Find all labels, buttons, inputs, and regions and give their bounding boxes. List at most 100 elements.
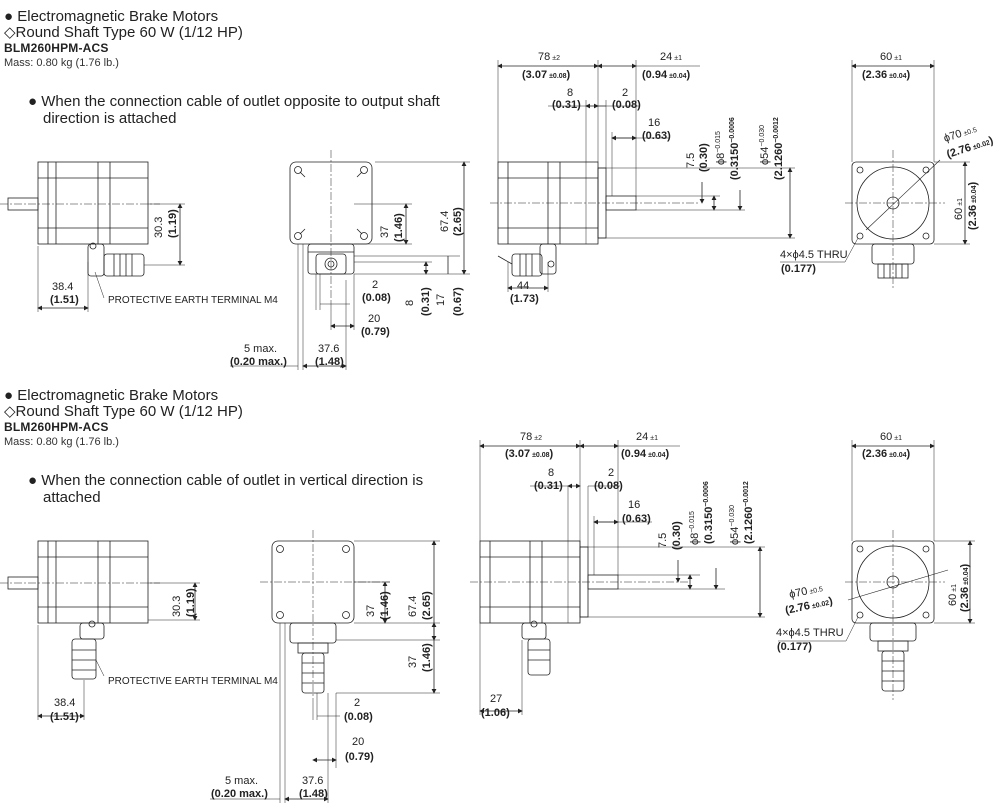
gear-side-view-2 <box>470 440 765 715</box>
dimension-labels: 30.3 (1.19) 38.4 (1.51) PROTECTIVE EARTH… <box>50 51 995 800</box>
dim-24: 24 <box>660 51 672 63</box>
svg-text:60±1: 60±1 <box>947 584 959 606</box>
dim-8-v-in: (0.31) <box>420 287 432 316</box>
thru-hole-label: 4×ϕ4.5 THRU <box>780 249 848 261</box>
dim-37-lower-in: (1.46) <box>421 643 433 672</box>
dim-37: 37 <box>379 226 391 238</box>
dim-8-h: 8 <box>548 467 554 479</box>
dim-60-v-in: (2.36 <box>959 587 971 612</box>
dim-phi70-in: (2.76 <box>784 600 811 617</box>
dim-17: 17 <box>435 294 447 306</box>
pe-terminal-label-1: PROTECTIVE EARTH TERMINAL M4 <box>108 295 278 306</box>
dim-2-h: 2 <box>608 467 614 479</box>
dim-60-in: (2.36 <box>862 448 887 460</box>
dim-67-4-in: (2.65) <box>452 207 464 236</box>
svg-text:(0.3150−0.0006: (0.3150−0.0006 <box>703 481 715 544</box>
dim-24-in-tol: ±0.04 <box>669 73 687 80</box>
dim-30-3: 30.3 <box>153 217 165 238</box>
close-paren: ) <box>907 448 911 460</box>
thru-hole-in: (0.177) <box>781 263 816 275</box>
category-title: ● Electromagnetic Brake Motors <box>4 8 219 25</box>
dim-5-max: 5 max. <box>244 343 277 355</box>
svg-text:(2.36±0.04): (2.36±0.04) <box>967 181 979 230</box>
dim-60: 60 <box>880 51 892 63</box>
svg-text:(0.3150−0.0006: (0.3150−0.0006 <box>729 117 741 180</box>
dim-78-in: (3.07 <box>505 448 530 460</box>
category-title: ● Electromagnetic Brake Motors <box>4 387 219 404</box>
dim-phi8-in-tol: −0.0006 <box>703 481 710 507</box>
dim-60-v-in: (2.36 <box>967 205 979 230</box>
dim-24-tol: ±1 <box>674 55 682 62</box>
svg-text:(0.94±0.04): (0.94±0.04) <box>621 448 670 460</box>
svg-text:24±1: 24±1 <box>636 431 658 443</box>
condition-text-2: ● When the connection cable of outlet in… <box>28 472 424 506</box>
pe-terminal-label-2: PROTECTIVE EARTH TERMINAL M4 <box>108 676 278 687</box>
dim-67-4-in: (2.65) <box>421 591 433 620</box>
dim-phi8-in: (0.3150 <box>703 507 715 544</box>
dim-67-4: 67.4 <box>407 596 419 617</box>
dim-60-v-tol: ±1 <box>957 198 964 206</box>
svg-text:ϕ8−0.015: ϕ8−0.015 <box>715 131 727 165</box>
dim-60-tol: ±1 <box>894 55 902 62</box>
dim-60-v: 60 <box>947 594 959 606</box>
dim-8-h: 8 <box>567 87 573 99</box>
dim-78-in-tol: ±0.08 <box>549 73 567 80</box>
dim-78: 78 <box>520 431 532 443</box>
dim-30-3-in: (1.19) <box>167 209 179 238</box>
svg-text:60±1: 60±1 <box>880 51 902 63</box>
dim-phi54-in: (2.1260 <box>743 507 755 544</box>
dim-8-h-in: (0.31) <box>534 480 563 492</box>
dim-78-in-tol: ±0.08 <box>532 452 550 459</box>
dim-phi70: ϕ70 <box>788 585 808 601</box>
dim-24-in: (0.94 <box>642 69 668 81</box>
dim-44-in: (1.73) <box>510 293 539 305</box>
dim-37-6-in: (1.48) <box>315 356 344 368</box>
svg-text:60±1: 60±1 <box>953 198 965 220</box>
dim-2: 2 <box>354 697 360 709</box>
dim-2-h: 2 <box>622 87 628 99</box>
dim-24: 24 <box>636 431 648 443</box>
gear-side-view-1 <box>490 60 795 292</box>
shaft-type-title: ◇Round Shaft Type 60 W (1/12 HP) <box>4 403 243 420</box>
dim-27-in: (1.06) <box>481 707 510 719</box>
dim-7-5-in: (0.30) <box>698 143 710 172</box>
close-paren: ) <box>550 448 554 460</box>
svg-text:78±2: 78±2 <box>538 51 560 63</box>
gear-front-view-2 <box>778 440 975 700</box>
dim-7-5: 7.5 <box>685 153 697 168</box>
dim-phi70-in-tol: ±0.02 <box>972 139 991 151</box>
dim-2-h-in: (0.08) <box>594 480 623 492</box>
svg-text:(3.07±0.08): (3.07±0.08) <box>505 448 554 460</box>
rear-view-1 <box>230 150 470 370</box>
dim-5-max: 5 max. <box>225 775 258 787</box>
dim-60-v-in-tol: ±0.04 <box>971 185 978 203</box>
svg-text:(2.36±0.04): (2.36±0.04) <box>862 69 911 81</box>
dim-60-tol: ±1 <box>894 435 902 442</box>
dim-60-v-in-tol: ±0.04 <box>963 567 970 585</box>
dim-16: 16 <box>648 117 660 129</box>
dim-37-upper-in: (1.46) <box>379 591 391 620</box>
dim-16-in: (0.63) <box>622 513 651 525</box>
dim-38-4: 38.4 <box>54 697 75 709</box>
rear-view-2 <box>210 530 440 803</box>
dim-78-tol: ±2 <box>552 55 560 62</box>
dim-phi70-in: (2.76 <box>945 142 973 161</box>
dim-phi54: ϕ54 <box>759 147 771 165</box>
mass-text: Mass: 0.80 kg (1.76 lb.) <box>4 436 119 448</box>
dim-78: 78 <box>538 51 550 63</box>
side-view-1 <box>0 161 185 312</box>
dim-67-4: 67.4 <box>439 211 451 232</box>
dim-38-4-in: (1.51) <box>50 711 79 723</box>
svg-text:ϕ70±0.5: ϕ70±0.5 <box>788 582 824 601</box>
gear-front-view-1 <box>780 60 970 290</box>
dim-phi54: ϕ54 <box>729 527 741 545</box>
dim-16: 16 <box>628 499 640 511</box>
dim-phi8-in: (0.3150 <box>729 143 741 180</box>
dim-60-v-tol: ±1 <box>951 584 958 592</box>
dim-44: 44 <box>517 280 529 292</box>
svg-text:ϕ54−0.030: ϕ54−0.030 <box>729 505 741 545</box>
dim-20-in: (0.79) <box>345 751 374 763</box>
side-view-2 <box>0 540 200 720</box>
svg-text:ϕ8−0.015: ϕ8−0.015 <box>689 511 701 545</box>
